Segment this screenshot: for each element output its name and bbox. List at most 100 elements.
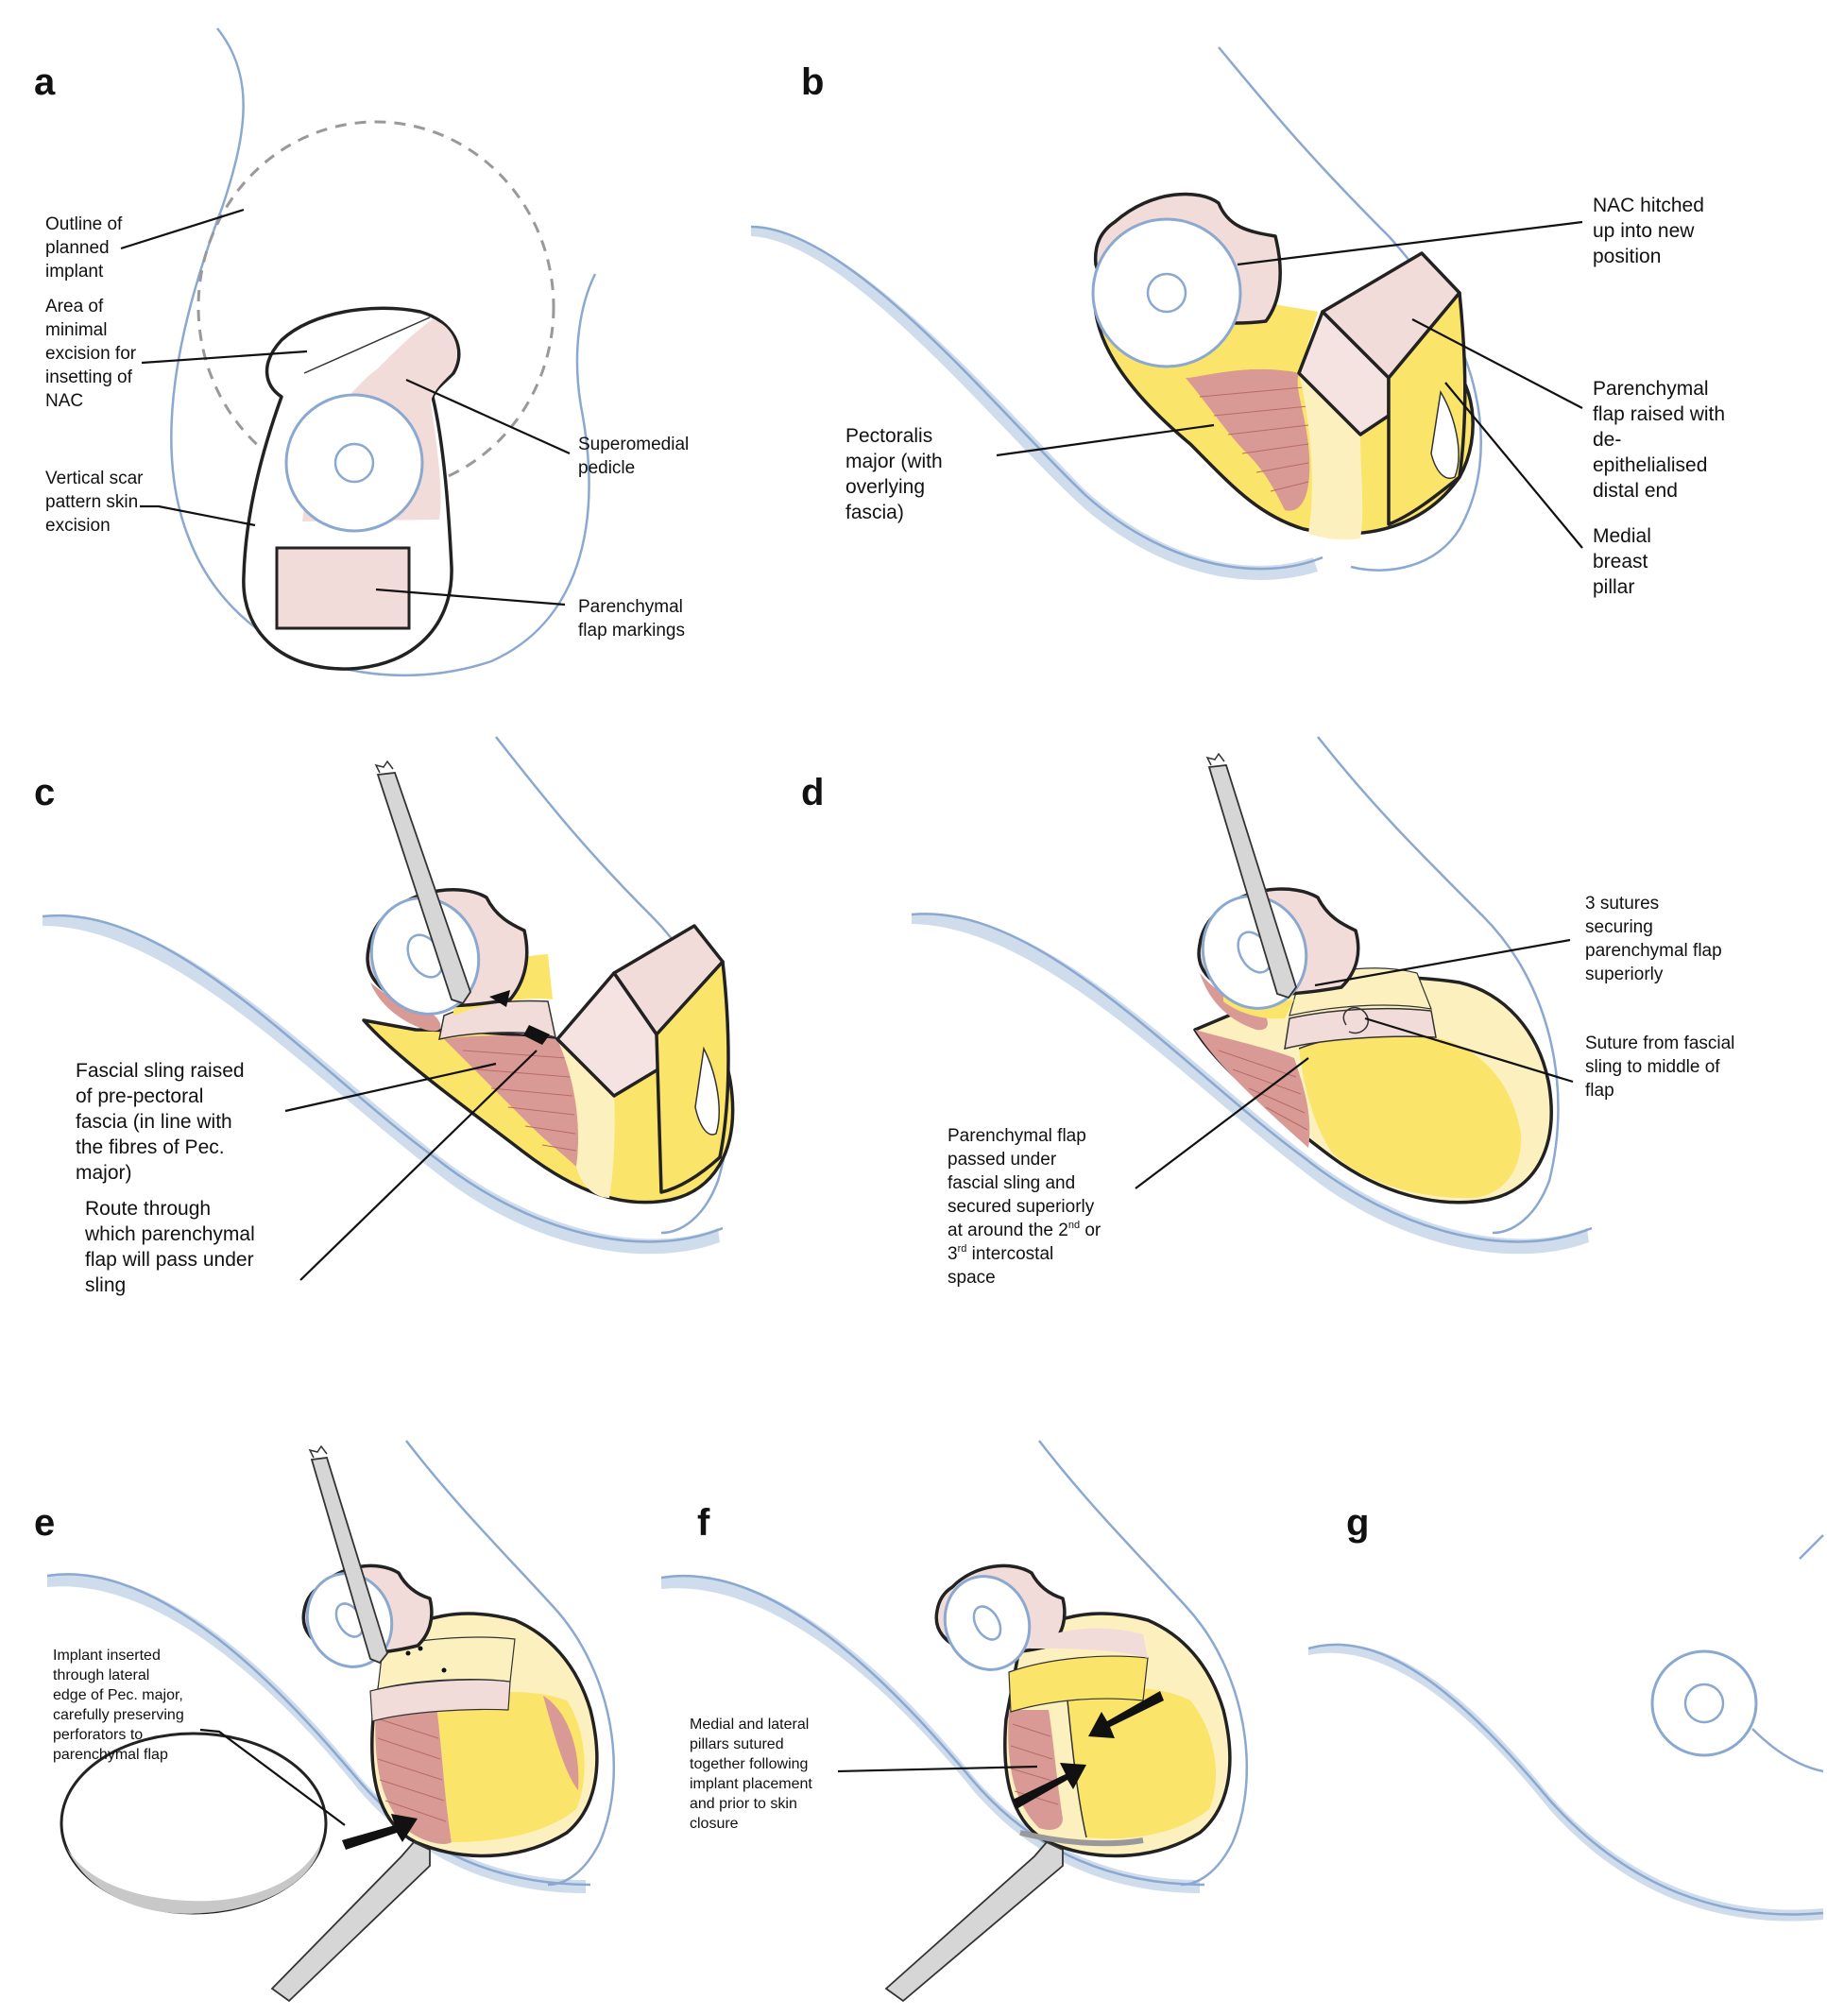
panel-e-fascial-sling [369,1679,511,1722]
panel-g-nipple [1683,1683,1725,1724]
panel-c-arrow-marker [523,1025,550,1045]
panel-e-breast-skin-outline [405,1440,615,1887]
panel-b-leader-flap [1411,318,1583,409]
panel-f-breast-skin-outline [1038,1440,1248,1887]
panel-c-flap-face [555,971,663,1098]
panel-b-flap-face [1297,310,1391,436]
panel-g-label: g [1346,1502,1369,1544]
panel-a-nipple [333,442,375,484]
panel-d-parenchymal-flap [1299,1033,1522,1199]
panel-a-note-outline: Outline of planned implant [45,214,128,282]
panel-d-note-intercostal-line2: 3rd intercostal [948,1243,1053,1264]
panel-d-leader-sutures [1314,938,1571,987]
panel-b-skin-shadow [751,227,1318,580]
panel-e-retractor-top-end [308,1444,328,1459]
panel-c-arrow-up [489,990,510,1007]
panel-e-insertion-arrow [342,1814,418,1850]
panel-b-muscle-fibres [1199,386,1309,492]
panel-d-chest-line [911,913,1593,1243]
panel-d-breast-skin-outline [1317,736,1560,1235]
panel-a-note-flap-markings: Parenchymal flap markings [578,597,688,641]
panel-e-label: e [34,1502,55,1544]
panel-e-suture-dot-2 [418,1646,423,1651]
panel-f-arrow-lateral [1013,1763,1086,1809]
panel-d-label: d [801,772,824,813]
panel-c-pillar-cut [694,1046,720,1136]
panel-d-note-sutures: 3 sutures securing parenchymal flap supe… [1585,894,1727,984]
panel-b: b NAC hitc [750,46,1731,598]
panel-d-muscle-fibres [1218,1050,1308,1131]
panel-c-fat-layer [557,1039,615,1198]
panel-g-vertical-scar [1751,1728,1824,1773]
panel-d-note-suture-fascial: Suture from fascial sling to middle of f… [1585,1034,1740,1101]
panel-b-note-flap: Parenchymal flap raised with de- epithel… [1593,378,1731,502]
panel-d-leader-suture-fascial [1364,1017,1574,1084]
panel-a-leader-minimal [141,350,308,365]
panel-f-retractor-bottom [884,1840,1064,2003]
panel-f-skin-shadow [661,1575,1200,1893]
panel-a-pedicle-edge [303,316,431,374]
panel-g-chest-line [1307,1643,1824,1916]
panel-a-label: a [34,61,56,103]
panel-f-arrow-medial [1088,1691,1164,1738]
panel-e-suture-dot-1 [405,1650,411,1656]
panel-b-leader-pectoralis [996,423,1215,457]
panel-c-muscle-fibres [462,1050,577,1152]
panel-b-leader-nac [1237,220,1583,266]
panel-a-note-vertical-scar: Vertical scar pattern skin excision [45,469,148,536]
panel-d-fascial-sling [1284,1007,1437,1051]
panel-b-fat-layer [1299,373,1363,540]
panel-e-implant-shading [66,1842,321,1914]
panel-d-retractor [1207,764,1297,999]
panel-d: d [801,736,1740,1288]
panel-e-pectoralis [375,1705,452,1844]
panel-a: a Outline of planned implant Area of min… [34,27,694,677]
panel-a-flap-markings-rect [275,546,411,630]
panel-g: g [1307,1502,1824,1922]
panel-a-leader-vertical-scar [140,504,256,527]
panel-d-retractor-handle-end [1205,752,1225,766]
panel-c-note-route: Route through which parenchymal flap wil… [84,1198,261,1296]
panel-c-leader-sling [284,1062,497,1113]
panel-d-note-intercostal-line1: at around the 2nd or [948,1220,1101,1240]
panel-e-retractor-bottom [270,1840,431,2003]
panel-b-note-pillar: Medial breast pillar [1593,525,1657,598]
panel-e-suture-dot-3 [441,1667,447,1673]
panel-a-leader-superomedial [405,378,571,455]
panel-c-note-sling: Fascial sling raised of pre-pectoral fas… [76,1060,249,1184]
panel-f-muscle-fibres [1010,1723,1059,1805]
panel-b-note-nac: NAC hitched up into new position [1593,195,1710,267]
panel-e-chest-line [46,1573,591,1887]
panel-f-note-pillars: Medial and lateral pillars sutured toget… [690,1717,816,1832]
panel-e: e [34,1440,615,2003]
panel-d-note-flap-passed: Parenchymal flap passed under fascial sl… [948,1126,1095,1217]
panel-f: f Medial and lateral pillars [660,1440,1248,2003]
panel-c-retractor [376,772,471,1005]
panel-a-note-minimal-excision: Area of minimal excision for insetting o… [45,297,141,411]
panel-b-nipple [1146,272,1187,314]
panel-c-label: c [34,772,55,813]
panel-b-label: b [801,61,824,103]
panel-c: c [34,736,735,1296]
panel-d-note-intercostal-line3: space [948,1268,996,1288]
panel-c-chest-line [42,914,724,1243]
panel-d-suture-loop [1342,1007,1369,1034]
panel-f-pink-band [1030,1628,1148,1658]
panel-e-parenchymal-flap [436,1691,585,1842]
panel-e-note-implant: Implant inserted through lateral edge of… [53,1648,188,1763]
panel-a-note-superomedial: Superomedial pedicle [578,435,694,478]
panel-e-retractor-top [310,1457,389,1665]
panel-e-muscle-fibres [377,1718,447,1822]
panel-e-leader-implant [199,1728,346,1826]
panel-c-leader-route [299,1050,538,1281]
panel-b-leader-pillar [1444,382,1583,549]
panel-g-breast-edge [1799,1534,1824,1560]
panel-f-implant-edge [1019,1830,1144,1847]
panel-d-pectoralis [1195,1030,1310,1148]
panel-b-chest-line [750,225,1323,571]
panel-b-note-pectoralis: Pectoralis major (with overlying fascia) [845,425,948,523]
panel-b-pectoralis [1186,368,1310,511]
panel-a-leader-outline [120,208,245,250]
panel-f-upper-yellow [1008,1655,1149,1713]
